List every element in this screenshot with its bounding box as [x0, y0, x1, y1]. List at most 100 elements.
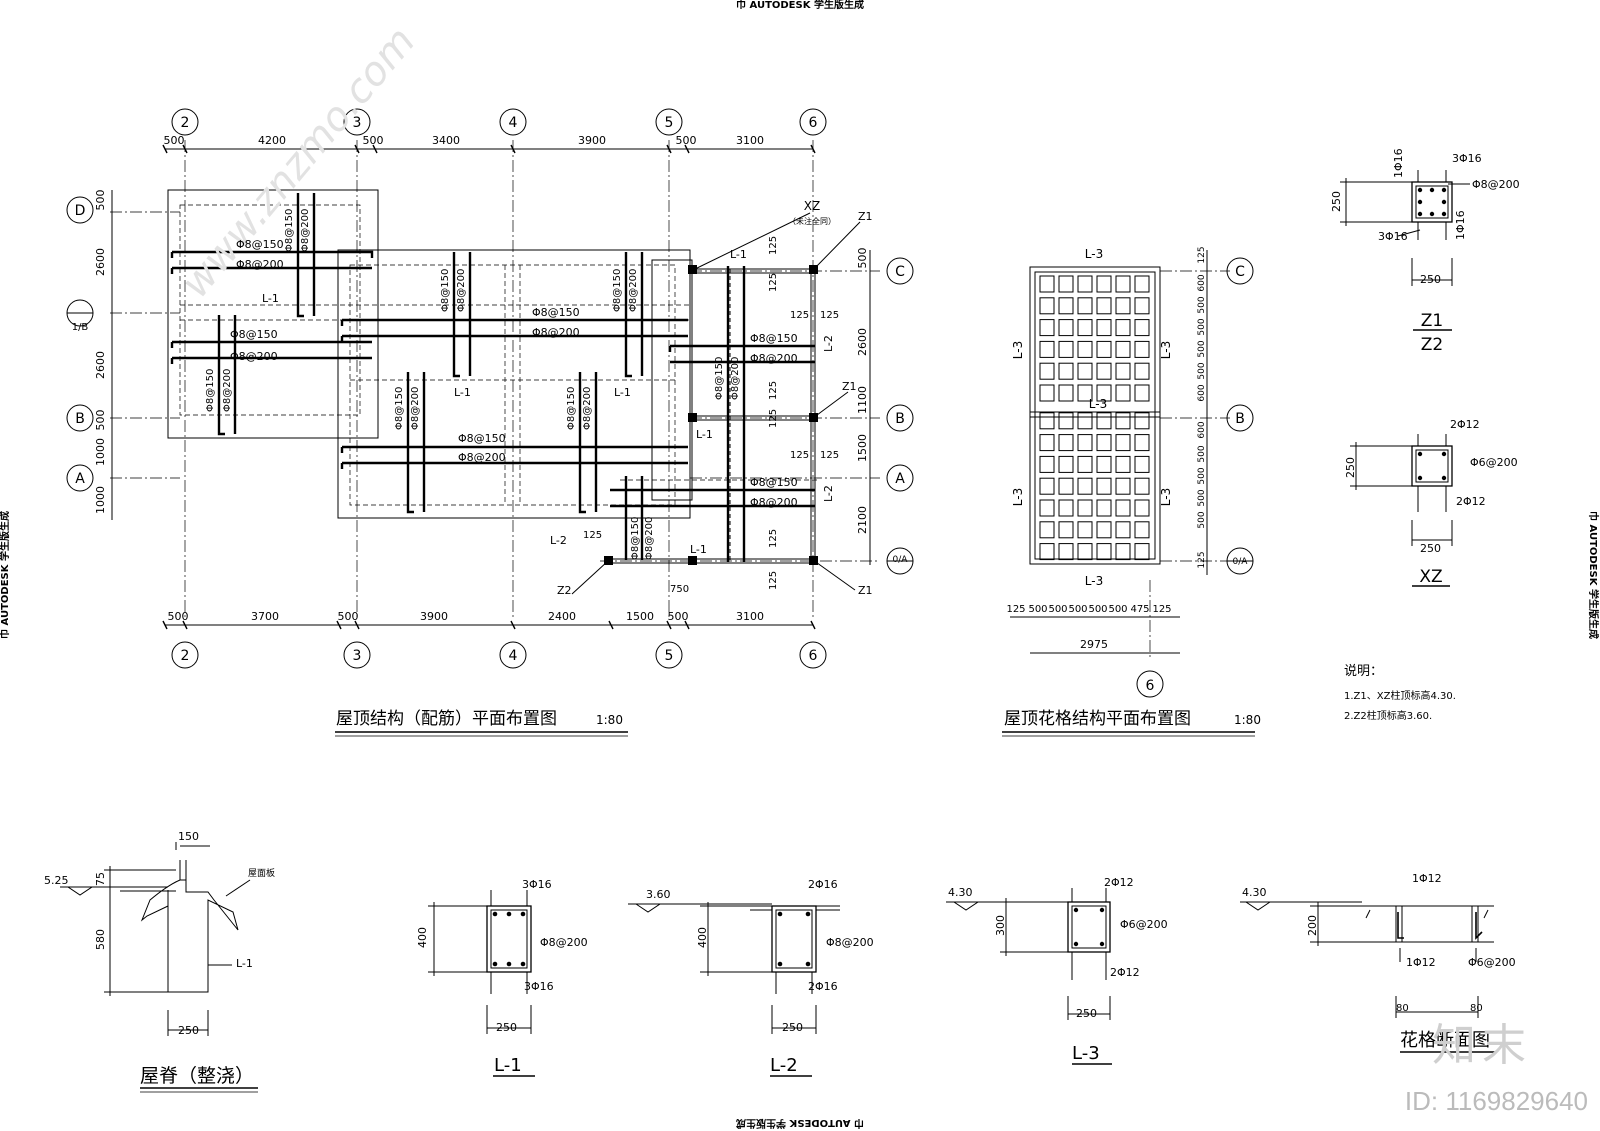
lattice-cell: [1115, 455, 1131, 473]
lattice-cell: [1039, 455, 1055, 473]
lattice-cell: [1058, 340, 1074, 358]
dim-bottom-3: 500: [338, 610, 359, 623]
lattice-cell: [1115, 297, 1131, 315]
lattice-stirrup: Φ6@200: [1468, 956, 1516, 969]
rebar-150-h2: Φ8@150: [230, 328, 278, 341]
axis-right-2: B: [895, 411, 905, 427]
ridge-section: [60, 842, 258, 1093]
l1-name: L-1: [494, 1055, 522, 1076]
plan2-label-right-a: L-3: [1159, 341, 1173, 359]
lattice-cell: [1115, 319, 1131, 337]
dim-top-7: 3100: [736, 134, 764, 147]
dim-top-3: 500: [363, 134, 384, 147]
z1-side-a: 1Φ16: [1392, 148, 1405, 178]
lattice-cell: [1058, 434, 1074, 452]
dim-right-1: 500: [856, 248, 869, 269]
lattice-cell: [1077, 543, 1093, 561]
lattice-cell: [1115, 521, 1131, 539]
lattice-bottom: 1Φ12: [1406, 956, 1436, 969]
dim-top-4: 3400: [432, 134, 460, 147]
plan1-scale: 1:80: [596, 713, 623, 727]
lattice-d80a: 80: [1396, 1003, 1409, 1014]
plan2-dim-right-9: 500: [1197, 445, 1207, 462]
l1-stirrup: Φ8@200: [540, 936, 588, 949]
plan2-dim-right-12: 500: [1197, 511, 1207, 528]
lattice-cell: [1058, 384, 1074, 402]
lattice-cell: [1077, 477, 1093, 495]
rebar-200-v1: Φ8@200: [300, 209, 311, 252]
z1-name: Z1: [1421, 311, 1443, 331]
xz-section: [1350, 434, 1453, 587]
axis-bottom-1: 2: [181, 648, 190, 664]
l1-top: 3Φ16: [522, 878, 552, 891]
lattice-cell: [1058, 521, 1074, 539]
d125-a: 125: [768, 236, 779, 255]
lattice-cell: [1096, 384, 1112, 402]
rebar-150-v7: Φ8@150: [714, 357, 725, 400]
roof-lattice-plan: [1002, 250, 1255, 737]
d125-j: 125: [820, 450, 839, 461]
axis-bottom-5: 6: [809, 648, 818, 664]
dim-left-6: 1000: [94, 486, 107, 514]
ridge-level: 5.25: [44, 874, 69, 887]
rebar-200-h1: Φ8@200: [236, 258, 284, 271]
dim-right-4: 1500: [856, 434, 869, 462]
axis-left-2: 1/B: [72, 322, 89, 333]
lattice-cell: [1096, 297, 1112, 315]
axis-top-4: 5: [665, 115, 674, 131]
axis-left-4: A: [75, 471, 85, 487]
lattice-cell: [1115, 543, 1131, 561]
beam-l1-d: L-1: [696, 428, 713, 441]
l3-section: [946, 888, 1112, 1065]
lattice-name: 花格断面图: [1400, 1030, 1490, 1051]
lattice-cell: [1134, 543, 1150, 561]
watermark-right: 巾 AUTODESK 学生版生成: [1587, 511, 1600, 639]
lattice-section: [1240, 901, 1496, 1053]
z1-label-top: Z1: [858, 210, 873, 223]
lattice-cell: [1134, 434, 1150, 452]
watermark-top: 巾 AUTODESK 学生版生成: [736, 0, 864, 11]
lattice-cell: [1077, 275, 1093, 293]
lattice-cell: [1134, 362, 1150, 380]
axis-right-1: C: [895, 264, 905, 280]
rebar-200-v3: Φ8@200: [456, 269, 467, 312]
d125-b: 125: [768, 381, 779, 400]
lattice-cell: [1039, 477, 1055, 495]
ridge-beam: L-1: [236, 957, 253, 970]
lattice-cell: [1039, 362, 1055, 380]
dim-bottom-5: 2400: [548, 610, 576, 623]
ridge-d75: 75: [94, 872, 107, 886]
lattice-cell: [1077, 384, 1093, 402]
lattice-cell: [1058, 455, 1074, 473]
lattice-cell: [1077, 521, 1093, 539]
lattice-cell: [1077, 362, 1093, 380]
dim-top-5: 3900: [578, 134, 606, 147]
dim-top-1: 500: [164, 134, 185, 147]
roof-structure-plan: [66, 108, 914, 737]
notes-heading: 说明：: [1344, 664, 1383, 679]
lattice-cell: [1134, 455, 1150, 473]
l2-section: [628, 902, 840, 1077]
notes-line1: 1.Z1、XZ柱顶标高4.30.: [1344, 689, 1456, 702]
lattice-cells: [1039, 275, 1150, 561]
axis-right-3: A: [895, 471, 905, 487]
lattice-cell: [1134, 275, 1150, 293]
dim-right-5: 2100: [856, 506, 869, 534]
dim-left-2: 2600: [94, 248, 107, 276]
axis-top-3: 4: [509, 115, 518, 131]
rebar-150-v8: Φ8@150: [630, 517, 641, 560]
lattice-cell: [1096, 477, 1112, 495]
plan2-label-bottom: L-3: [1085, 574, 1103, 588]
lattice-cell: [1058, 477, 1074, 495]
lattice-cell: [1134, 477, 1150, 495]
rebar-150-h1: Φ8@150: [236, 238, 284, 251]
rebar-150-v5: Φ8@150: [612, 269, 623, 312]
dim-left-3: 2600: [94, 351, 107, 379]
plan2-dim-bottom-2: 500: [1028, 604, 1047, 615]
lattice-cell: [1077, 340, 1093, 358]
plan2-axis-right-1: C: [1235, 264, 1245, 280]
ridge-title: 屋脊（整浇）: [140, 1065, 254, 1087]
dim-left-4: 500: [94, 410, 107, 431]
plan2-dim-right-1: 125: [1197, 246, 1207, 263]
